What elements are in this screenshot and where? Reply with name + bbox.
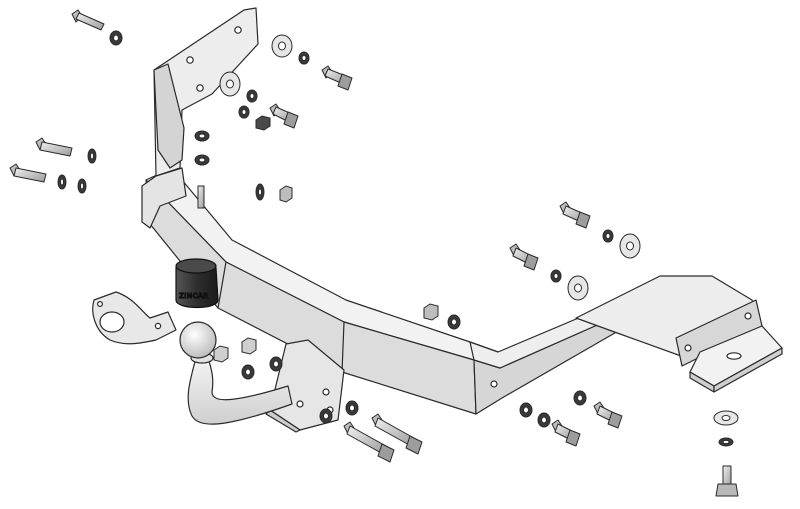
washer xyxy=(345,400,359,416)
washer xyxy=(255,183,265,201)
washer xyxy=(246,89,258,103)
nut xyxy=(423,303,439,321)
bolt xyxy=(269,103,299,129)
nut xyxy=(279,185,293,203)
washer xyxy=(718,437,734,447)
washer xyxy=(241,364,255,380)
washer xyxy=(713,410,739,426)
washer xyxy=(271,34,293,58)
bolt xyxy=(559,201,591,229)
washer-set xyxy=(57,30,739,447)
bolt xyxy=(371,413,423,455)
washer xyxy=(573,390,587,406)
washer xyxy=(194,154,210,166)
washer xyxy=(298,51,310,65)
washer xyxy=(619,233,641,259)
washer xyxy=(57,174,67,190)
washer xyxy=(319,408,333,424)
left-mounting-bracket xyxy=(141,7,259,229)
socket-bracket xyxy=(92,291,177,345)
washer xyxy=(194,130,210,142)
washer xyxy=(447,314,461,330)
bolt xyxy=(35,137,73,157)
bolt xyxy=(551,419,581,447)
bolt-set xyxy=(9,9,739,497)
nut xyxy=(241,337,257,355)
washer xyxy=(602,229,614,243)
bolt xyxy=(715,465,739,497)
washer xyxy=(109,30,123,46)
washer xyxy=(77,178,87,194)
nut xyxy=(213,345,229,363)
bolt xyxy=(343,421,395,463)
washer xyxy=(219,71,241,97)
washer xyxy=(550,269,562,283)
washer xyxy=(519,402,533,418)
washer xyxy=(87,148,97,164)
bolt xyxy=(509,243,539,271)
ball-cover-mark: ZINCAR xyxy=(179,292,209,300)
bolt xyxy=(321,65,353,91)
bolt xyxy=(593,401,623,429)
washer xyxy=(269,356,283,372)
bolt xyxy=(71,9,105,31)
locating-pin xyxy=(197,185,205,209)
washer xyxy=(567,275,589,301)
washer xyxy=(238,105,250,119)
ball-cover: ZINCAR xyxy=(175,258,219,309)
right-mounting-plate xyxy=(490,275,783,393)
nut xyxy=(255,115,271,131)
nut-set xyxy=(213,115,439,363)
tow-ball xyxy=(179,321,217,359)
washer xyxy=(537,412,551,428)
bolt xyxy=(9,163,47,183)
